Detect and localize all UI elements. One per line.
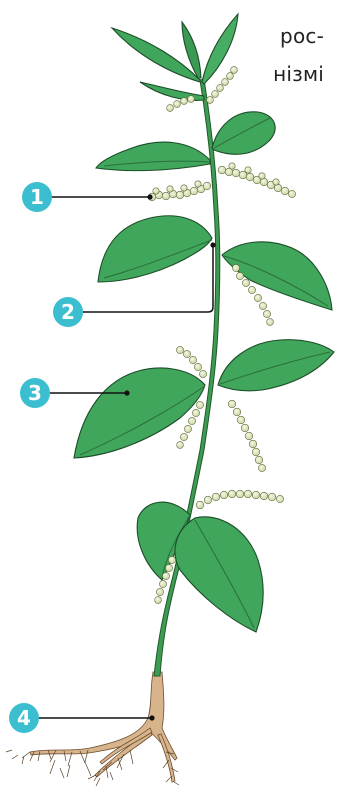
callout-number-2: 2 xyxy=(61,300,75,324)
root-system xyxy=(30,672,177,782)
root-hairs xyxy=(6,750,179,786)
callout-number-1: 1 xyxy=(30,185,44,209)
callout-badge-3: 3 xyxy=(20,378,50,408)
callout-badge-2: 2 xyxy=(53,297,83,327)
callout-badge-4: 4 xyxy=(9,703,39,733)
callout-number-3: 3 xyxy=(28,381,42,405)
callout-badge-1: 1 xyxy=(22,182,52,212)
callout-number-4: 4 xyxy=(17,706,31,730)
